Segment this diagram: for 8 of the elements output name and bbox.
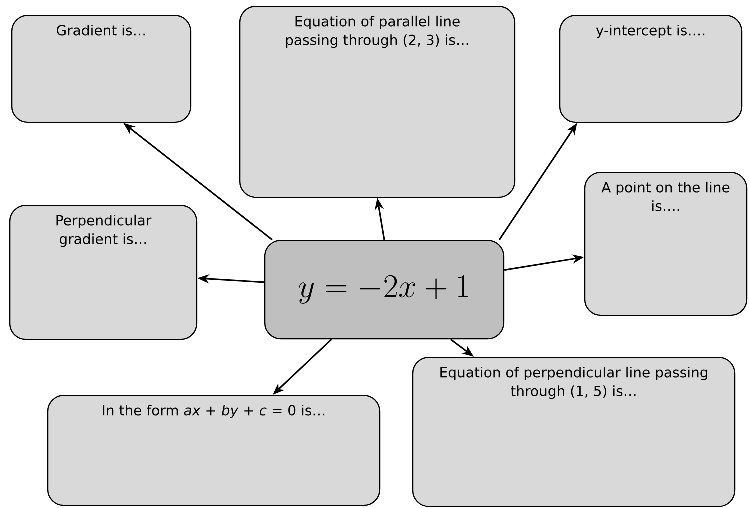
question-box: In the form ax + by + c = 0 is… [47, 395, 381, 506]
question-box: Equation of parallel line passing through (2, 3) is… [239, 6, 516, 198]
equation-box: $y=-2x+1$ [264, 240, 505, 340]
question-box: y-intercept is…. [559, 15, 743, 124]
question-box: Gradient is… [11, 15, 192, 124]
question-box: A point on the line is…. [584, 172, 748, 316]
question-box: Perpendicular gradient is… [9, 205, 198, 340]
question-box: Equation of perpendicular line passing through (1, 5) is… [412, 357, 736, 508]
